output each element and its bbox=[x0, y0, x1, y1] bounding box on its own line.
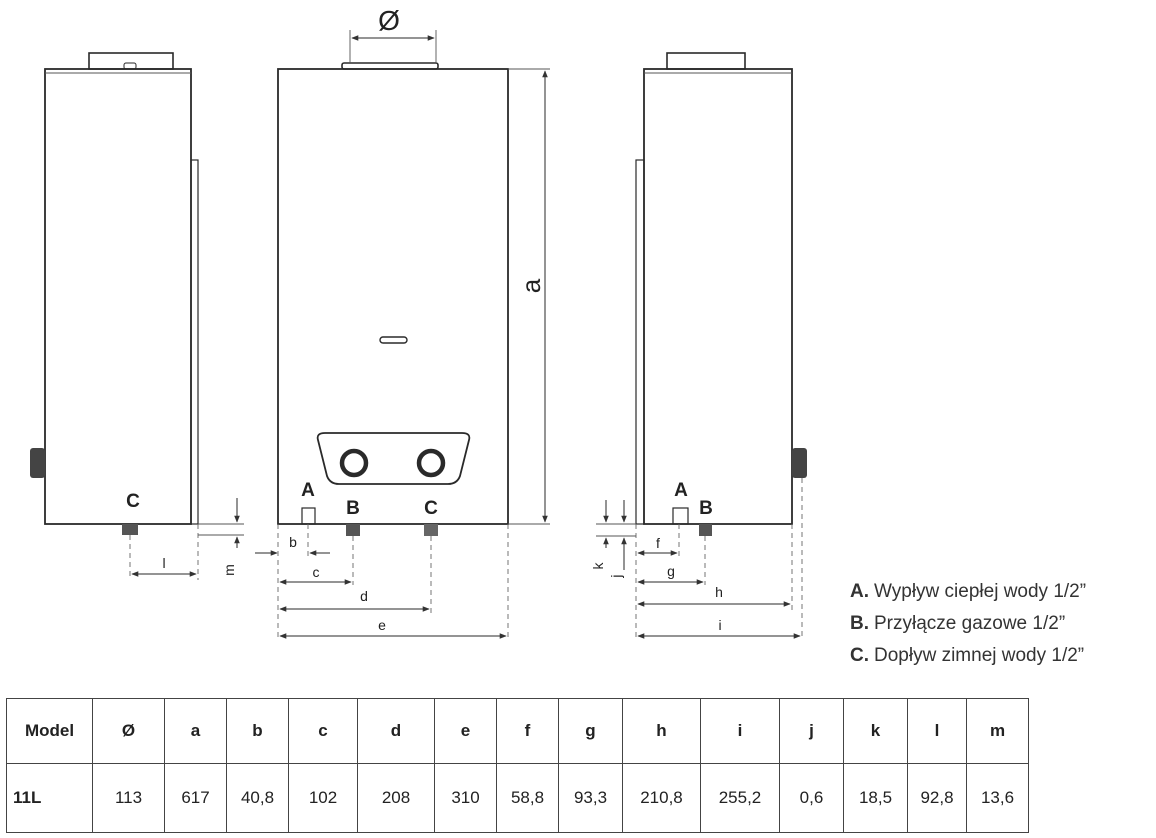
legend-text: Wypływ ciepłej wody 1/2” bbox=[874, 581, 1087, 602]
cell-j: 0,6 bbox=[779, 763, 844, 833]
table-header-row: Model Ø a b c d e f g h i j k l m bbox=[6, 698, 1029, 764]
legend-text: Przyłącze gazowe 1/2” bbox=[874, 613, 1066, 634]
legend-text: Dopływ zimnej wody 1/2” bbox=[874, 645, 1085, 666]
header-j: j bbox=[779, 698, 844, 764]
cell-model: 11L bbox=[6, 763, 93, 833]
front-view: A B C Ø a b c d e bbox=[255, 5, 550, 640]
dim-label-l: l bbox=[162, 555, 165, 571]
side-knob bbox=[30, 448, 45, 478]
technical-drawing: C l m A B C Ø a bbox=[30, 5, 807, 640]
right-knob bbox=[416, 448, 446, 478]
legend-item-b: B.Przyłącze gazowe 1/2” bbox=[850, 608, 1086, 640]
cell-h: 210,8 bbox=[622, 763, 701, 833]
header-a: a bbox=[164, 698, 227, 764]
dim-label-g: g bbox=[667, 563, 675, 579]
legend-key: A. bbox=[850, 581, 869, 602]
cell-diameter: 113 bbox=[92, 763, 165, 833]
legend-item-a: A.Wypływ ciepłej wody 1/2” bbox=[850, 576, 1086, 608]
cell-a: 617 bbox=[164, 763, 227, 833]
legend-key: C. bbox=[850, 645, 869, 666]
dim-label-k: k bbox=[590, 562, 606, 570]
header-g: g bbox=[558, 698, 623, 764]
connector-a-side bbox=[672, 507, 689, 525]
connector-c-front bbox=[424, 524, 438, 536]
control-panel bbox=[316, 432, 471, 485]
header-d: d bbox=[357, 698, 435, 764]
connector-a-front bbox=[301, 507, 316, 525]
connector-b-side bbox=[699, 524, 712, 536]
table-row: 11L 113 617 40,8 102 208 310 58,8 93,3 2… bbox=[6, 763, 1029, 833]
dim-label-e: e bbox=[378, 617, 386, 633]
label-conn-a-side: A bbox=[674, 480, 688, 501]
cell-m: 13,6 bbox=[966, 763, 1029, 833]
header-m: m bbox=[966, 698, 1029, 764]
header-c: c bbox=[288, 698, 358, 764]
legend-key: B. bbox=[850, 613, 869, 634]
header-h: h bbox=[622, 698, 701, 764]
cell-f: 58,8 bbox=[496, 763, 559, 833]
header-l: l bbox=[907, 698, 967, 764]
label-conn-a-front: A bbox=[301, 480, 315, 501]
label-conn-c-left: C bbox=[126, 491, 140, 512]
cell-b: 40,8 bbox=[226, 763, 289, 833]
cell-i: 255,2 bbox=[700, 763, 780, 833]
dim-label-d: d bbox=[360, 588, 368, 604]
front-logo-slot bbox=[379, 336, 408, 344]
label-conn-c-front: C bbox=[424, 498, 438, 519]
cell-d: 208 bbox=[357, 763, 435, 833]
dimensions-table: Model Ø a b c d e f g h i j k l m 11L 11… bbox=[6, 698, 1029, 833]
cell-c: 102 bbox=[288, 763, 358, 833]
dim-label-b: b bbox=[289, 534, 297, 550]
dim-label-j: j bbox=[608, 574, 624, 578]
header-i: i bbox=[700, 698, 780, 764]
connector-b-front bbox=[346, 524, 360, 536]
label-conn-b-front: B bbox=[346, 498, 360, 519]
dim-label-f: f bbox=[656, 535, 660, 551]
dim-label-h: h bbox=[715, 584, 723, 600]
dim-label-diameter: Ø bbox=[378, 5, 400, 36]
cell-k: 18,5 bbox=[843, 763, 908, 833]
dim-label-c: c bbox=[313, 564, 320, 580]
header-f: f bbox=[496, 698, 559, 764]
header-diameter: Ø bbox=[92, 698, 165, 764]
left-knob bbox=[339, 448, 369, 478]
cell-l: 92,8 bbox=[907, 763, 967, 833]
header-e: e bbox=[434, 698, 497, 764]
label-conn-b-side: B bbox=[699, 498, 713, 519]
dim-label-i: i bbox=[718, 617, 721, 633]
header-b: b bbox=[226, 698, 289, 764]
right-side-view: A B k j f g h i bbox=[590, 52, 807, 640]
connection-legend: A.Wypływ ciepłej wody 1/2” B.Przyłącze g… bbox=[850, 576, 1086, 672]
side-knob-right bbox=[792, 448, 807, 478]
legend-item-c: C.Dopływ zimnej wody 1/2” bbox=[850, 640, 1086, 672]
cell-e: 310 bbox=[434, 763, 497, 833]
left-side-view: C l m bbox=[30, 52, 244, 580]
cell-g: 93,3 bbox=[558, 763, 623, 833]
dim-label-m: m bbox=[221, 564, 237, 576]
connector-c-side bbox=[122, 524, 138, 535]
dim-label-a: a bbox=[516, 278, 546, 293]
header-k: k bbox=[843, 698, 908, 764]
header-model: Model bbox=[6, 698, 93, 764]
